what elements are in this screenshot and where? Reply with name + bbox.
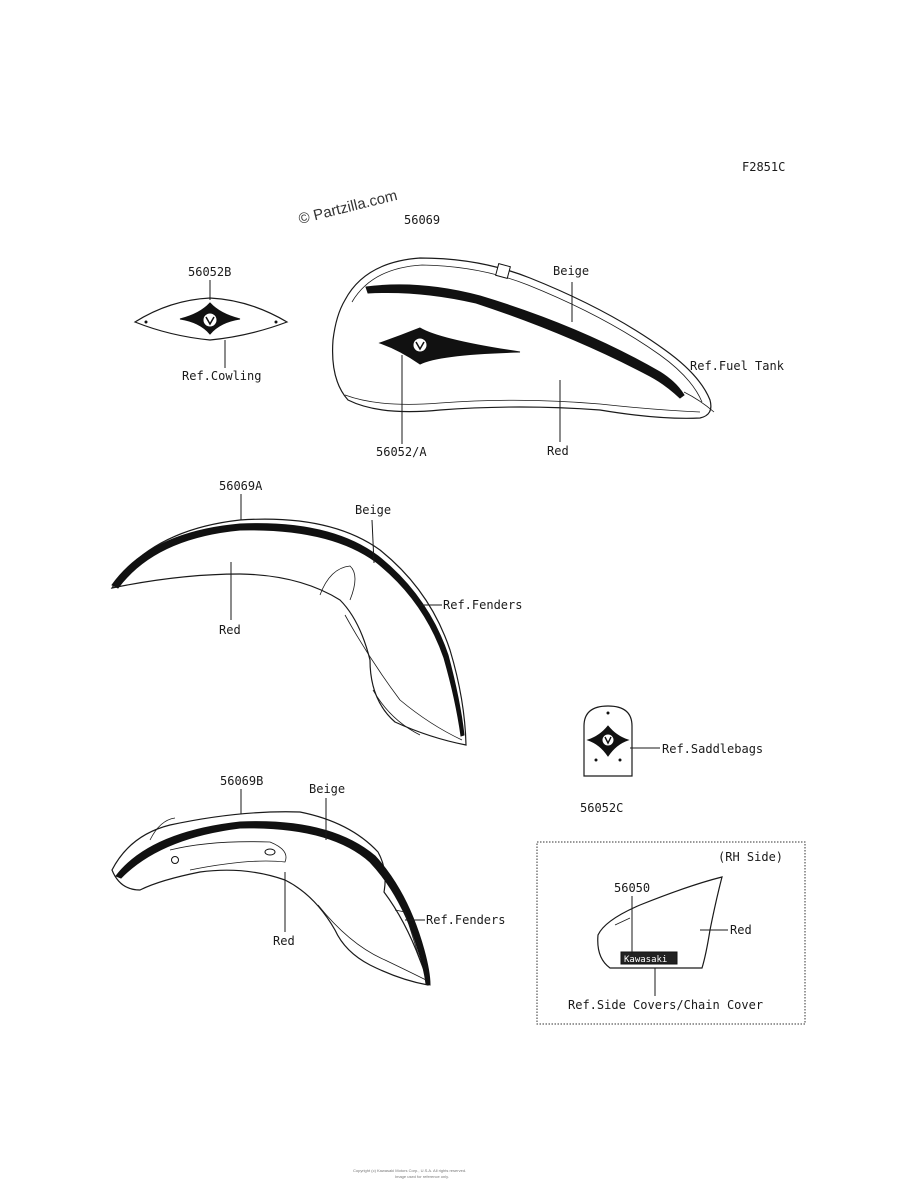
label-ref-cowling: Ref.Cowling <box>182 369 261 383</box>
label-ref-saddlebags: Ref.Saddlebags <box>662 742 763 756</box>
label-red-cover: Red <box>730 923 752 937</box>
tank-emblem[interactable] <box>378 327 521 365</box>
footer-line-1: Copyright (c) Kawasaki Motors Corp., U.S… <box>353 1168 466 1173</box>
label-ref-side-covers: Ref.Side Covers/Chain Cover <box>568 998 763 1012</box>
label-red-rear: Red <box>273 934 295 948</box>
label-beige-rear: Beige <box>309 782 345 796</box>
label-red-front: Red <box>219 623 241 637</box>
label-ref-fuel-tank: Ref.Fuel Tank <box>690 359 785 373</box>
saddlebag-emblem[interactable] <box>583 705 633 777</box>
label-rh-side: (RH Side) <box>718 850 783 864</box>
label-56069a: 56069A <box>219 479 263 493</box>
label-red-tank: Red <box>547 444 569 458</box>
label-ref-fenders-front: Ref.Fenders <box>443 598 522 612</box>
front-fender[interactable] <box>110 518 467 746</box>
label-56052c: 56052C <box>580 801 623 815</box>
label-56052b: 56052B <box>188 265 231 279</box>
label-beige-tank: Beige <box>553 264 589 278</box>
fuel-tank[interactable] <box>331 257 715 419</box>
side-cover[interactable]: Kawasaki <box>597 876 723 969</box>
label-beige-front: Beige <box>355 503 391 517</box>
label-56069b: 56069B <box>220 774 263 788</box>
cowling-emblem[interactable] <box>133 297 289 341</box>
footer-line-2: Image used for reference only. <box>395 1174 449 1179</box>
label-ref-fenders-rear: Ref.Fenders <box>426 913 505 927</box>
figure-code: F2851C <box>742 160 785 174</box>
label-56069: 56069 <box>404 213 440 227</box>
label-56050: 56050 <box>614 881 650 895</box>
watermark: © Partzilla.com <box>297 187 399 228</box>
kawasaki-emblem-text: Kawasaki <box>624 955 667 965</box>
rear-fender[interactable] <box>111 811 431 986</box>
label-56052a: 56052/A <box>376 445 427 459</box>
